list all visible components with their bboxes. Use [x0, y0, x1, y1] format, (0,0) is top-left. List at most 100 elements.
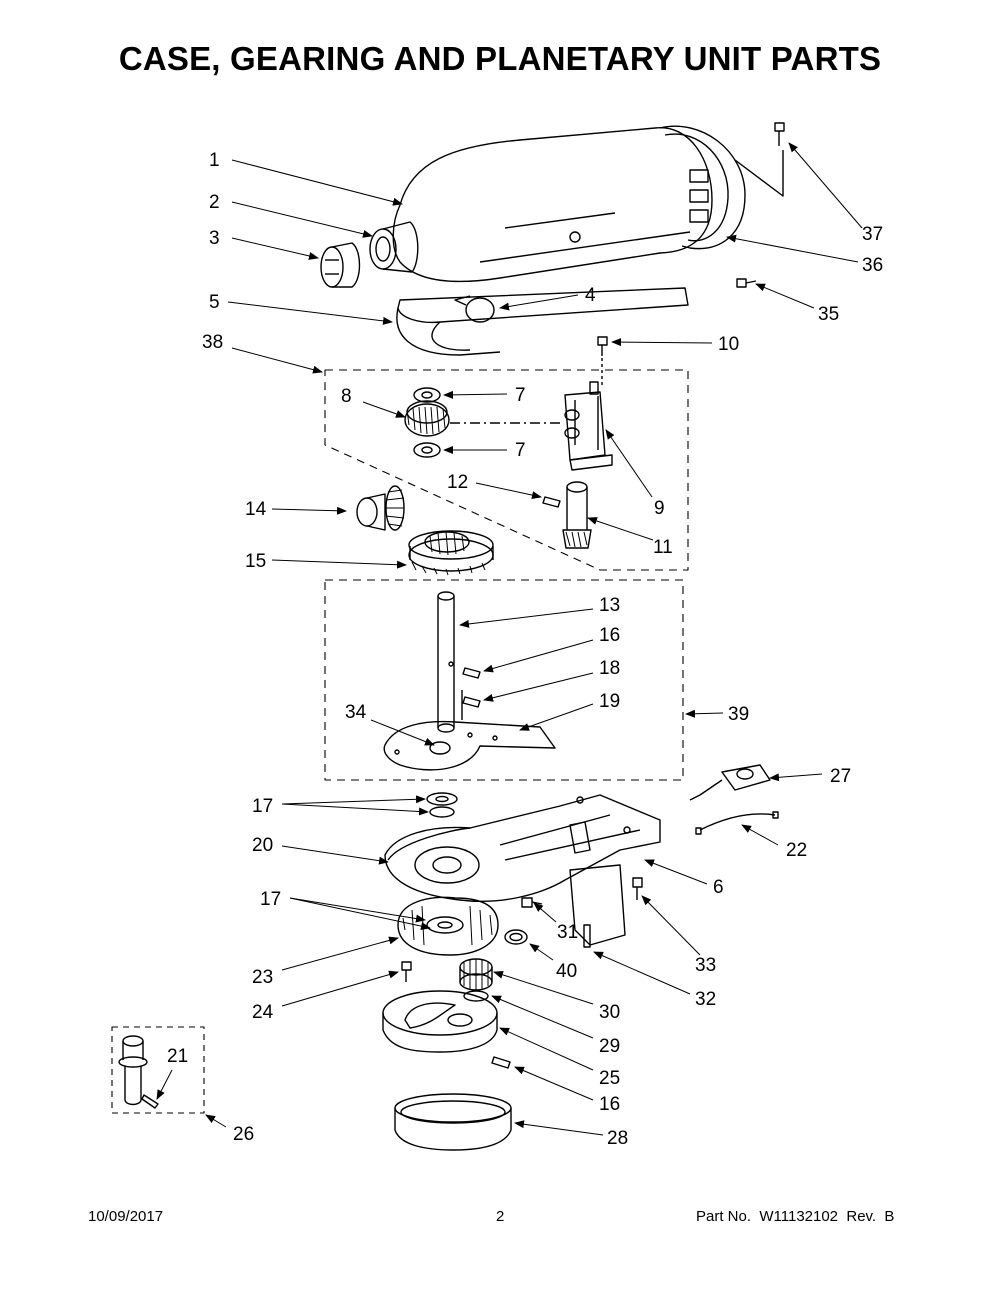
leader-30: [493, 970, 594, 1005]
leader-9: [605, 429, 653, 498]
leader-17a-2: [281, 803, 429, 816]
shaft-pinion-11-part: [562, 481, 592, 549]
callout-13: 13: [599, 595, 620, 616]
callout-9: 9: [654, 498, 665, 519]
bracket-9-part: [564, 381, 613, 471]
kit-26-outline: [111, 1026, 205, 1114]
planetary-unit-25-part: [382, 990, 498, 1053]
leader-32: [593, 951, 691, 995]
callout-16-lower: 16: [599, 1094, 620, 1115]
callout-12: 12: [447, 472, 468, 493]
leader-29: [491, 995, 594, 1039]
shaft-assembly-21-part: [118, 1035, 159, 1109]
pin-16-upper-part: [462, 667, 481, 679]
leader-31: [533, 902, 557, 923]
callout-16-upper: 16: [599, 625, 620, 646]
leader-6: [644, 859, 708, 885]
rear-cover-part: [659, 125, 746, 250]
callout-27: 27: [830, 766, 851, 787]
callout-14: 14: [245, 499, 267, 520]
callout-37: 37: [862, 224, 883, 245]
leader-34: [370, 719, 435, 746]
leader-4: [499, 294, 579, 311]
callout-5: 5: [209, 292, 220, 313]
callout-33: 33: [695, 955, 716, 976]
callout-22: 22: [786, 840, 807, 861]
case-housing-part: [392, 127, 713, 283]
cap-plug-part: [320, 242, 361, 288]
callout-1: 1: [209, 150, 220, 171]
washer-7-lower-part: [413, 442, 441, 458]
switch-27-part: [689, 764, 771, 801]
trim-band-28-part: [394, 1093, 512, 1151]
callout-4: 4: [585, 285, 596, 306]
assembly-38-outline: [324, 369, 689, 571]
washer-29-part: [463, 990, 489, 1002]
pin-32-part: [583, 924, 591, 948]
leader-36: [726, 234, 859, 263]
callout-35: 35: [818, 304, 839, 325]
leader-27: [769, 773, 823, 782]
leader-37: [788, 142, 863, 229]
callout-31: 31: [557, 922, 578, 943]
leader-40: [529, 943, 554, 961]
page-title: CASE, GEARING AND PLANETARY UNIT PARTS: [118, 40, 882, 77]
leader-10: [611, 338, 713, 347]
leader-17b-1: [289, 897, 426, 923]
footer-page-number: 2: [496, 1208, 505, 1225]
leader-18: [483, 672, 594, 702]
callout-2: 2: [209, 192, 220, 213]
callout-24: 24: [252, 1002, 274, 1023]
leader-23: [281, 936, 399, 971]
callout-30: 30: [599, 1002, 620, 1023]
footer-part-number: Part No. W11132102 Rev. B: [696, 1208, 895, 1225]
leader-15: [271, 559, 407, 569]
footer-date: 10/09/2017: [88, 1208, 164, 1225]
leader-17a-1: [281, 795, 426, 805]
pin-16-lower-part: [491, 1056, 511, 1069]
shaft-13-part: [437, 591, 463, 733]
callout-39: 39: [728, 704, 749, 725]
screw-33-part: [632, 877, 643, 900]
callout-21: 21: [167, 1046, 188, 1067]
leader-12: [475, 482, 542, 500]
leader-35: [755, 283, 815, 309]
wire-22-part: [695, 811, 779, 835]
leader-8: [362, 401, 406, 418]
screw-37-part: [734, 122, 785, 197]
leader-20: [281, 845, 389, 865]
callout-32: 32: [695, 989, 716, 1010]
washer-17-upper-part: [426, 792, 458, 818]
callout-7-lower: 7: [515, 440, 526, 461]
callout-38: 38: [202, 332, 223, 353]
gear-14-part: [356, 485, 405, 531]
leader-22: [741, 824, 779, 846]
leader-5: [227, 301, 393, 325]
callout-23: 23: [252, 967, 273, 988]
callout-28: 28: [607, 1128, 628, 1149]
screw-31-part: [521, 897, 543, 908]
callout-3: 3: [209, 228, 220, 249]
leader-13: [459, 608, 594, 628]
leader-11: [587, 517, 654, 541]
callout-17-lower: 17: [260, 889, 281, 910]
leader-14: [271, 506, 347, 515]
callout-25: 25: [599, 1068, 620, 1089]
leader-33: [641, 895, 701, 956]
leader-16a: [483, 639, 594, 673]
leader-19: [519, 703, 594, 731]
callout-7-upper: 7: [515, 385, 526, 406]
hub-bearing-part: [369, 221, 419, 273]
ring-gear-23-part: [397, 896, 499, 956]
leader-17b-2: [289, 897, 431, 931]
callout-26: 26: [233, 1124, 254, 1145]
gear-30-part: [459, 958, 493, 991]
leader-39: [685, 709, 724, 718]
pin-18-part: [462, 696, 481, 708]
callout-17-upper: 17: [252, 796, 273, 817]
callout-8: 8: [341, 386, 352, 407]
leader-3: [231, 237, 319, 260]
callout-10: 10: [718, 334, 739, 355]
pin-12-part: [542, 496, 561, 508]
